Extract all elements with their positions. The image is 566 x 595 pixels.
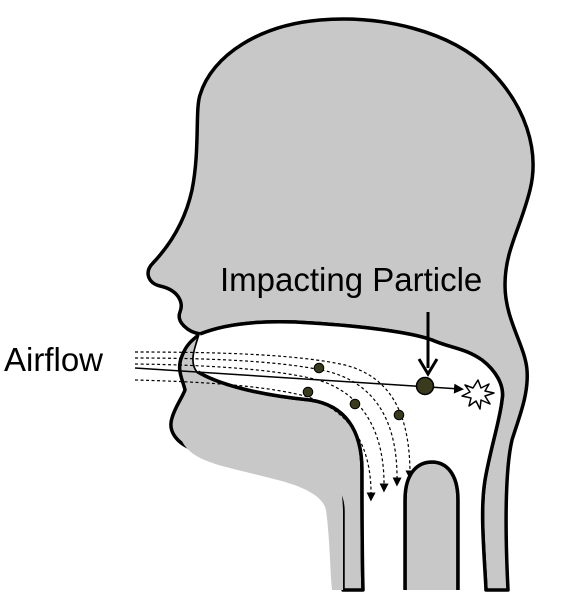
impacting-particle bbox=[417, 378, 434, 395]
particle-small bbox=[314, 363, 324, 373]
airflow-label: Airflow bbox=[4, 341, 103, 378]
particle-small bbox=[303, 387, 313, 397]
larynx-lobe bbox=[405, 462, 458, 590]
particle-small bbox=[394, 410, 404, 420]
impacting-particle-label: Impacting Particle bbox=[220, 261, 482, 298]
particle-small bbox=[350, 399, 360, 409]
